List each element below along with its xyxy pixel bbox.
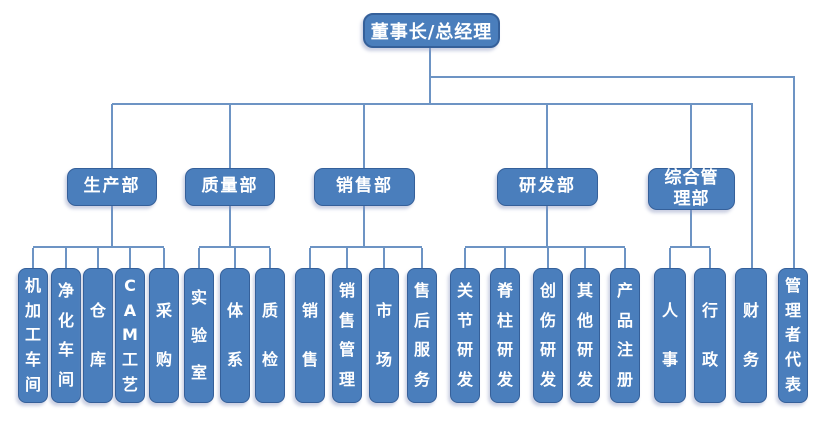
node-production-dept: 生产部 (67, 168, 157, 206)
connector-drop-dept (111, 104, 113, 168)
node-sales-management: 销售管理 (332, 268, 362, 403)
connector-child-rail-production (33, 246, 164, 248)
connector-dept-stem (363, 206, 365, 248)
connector-child-rail-sales (310, 246, 422, 248)
connector-drop-child (198, 248, 200, 268)
node-label: 产品注册 (616, 280, 633, 390)
connector-drop-child (464, 248, 466, 268)
node-label: 关节研发 (456, 280, 473, 390)
connector-drop-dept (546, 104, 548, 168)
connector-drop-child (584, 248, 586, 268)
node-label: 体系 (226, 300, 243, 370)
connector-child-rail-quality (199, 246, 270, 248)
connector-root-rail (430, 76, 795, 78)
connector-drop-rep (793, 77, 795, 268)
node-spine-rnd: 脊柱研发 (490, 268, 520, 403)
node-label: 实验室 (190, 288, 207, 382)
node-label: 净化车间 (57, 280, 74, 390)
connector-dept-stem (111, 206, 113, 248)
node-joint-rnd: 关节研发 (450, 268, 480, 403)
connector-drop-dept (363, 104, 365, 168)
connector-dept-stem (690, 210, 692, 248)
node-label: 仓库 (89, 300, 106, 370)
node-label: 机加工车间 (24, 275, 41, 395)
node-machining-workshop: 机加工车间 (18, 268, 48, 403)
node-finance: 财务 (735, 268, 767, 403)
node-label: 售后服务 (413, 280, 430, 390)
node-management-representative: 管理者代表 (778, 268, 808, 403)
connector-dept-stem (546, 206, 548, 248)
node-label: 脊柱研发 (496, 280, 513, 390)
node-product-registration: 产品注册 (610, 268, 640, 403)
node-sales: 销售 (295, 268, 325, 403)
connector-drop-dept (690, 104, 692, 168)
node-laboratory: 实验室 (184, 268, 214, 403)
node-procurement: 采购 (149, 268, 179, 403)
node-human-resources: 人事 (654, 268, 686, 403)
node-purification-workshop: 净化车间 (51, 268, 81, 403)
node-label: 采购 (155, 300, 172, 370)
node-rnd-dept: 研发部 (497, 168, 598, 206)
connector-drop-child (669, 248, 671, 268)
node-label: 销售管理 (338, 280, 355, 390)
node-administration: 行政 (694, 268, 726, 403)
node-general-admin-dept: 综合管理部 (648, 168, 735, 210)
node-other-rnd: 其他研发 (570, 268, 600, 403)
node-label: 市场 (375, 300, 392, 370)
connector-drop-child (346, 248, 348, 268)
node-label: 销售 (301, 300, 318, 370)
node-label: 人事 (661, 300, 678, 370)
node-warehouse: 仓库 (83, 268, 113, 403)
connector-drop-child (65, 248, 67, 268)
node-label: 管理者代表 (784, 275, 801, 395)
connector-drop-child (32, 248, 34, 268)
node-marketing: 市场 (369, 268, 399, 403)
connector-drop-child (163, 248, 165, 268)
node-quality-dept: 质量部 (185, 168, 275, 206)
connector-drop-dept (229, 104, 231, 168)
connector-drop-child (547, 248, 549, 268)
node-quality-inspection: 质检 (255, 268, 285, 403)
connector-drop-child (421, 248, 423, 268)
connector-drop-child (504, 248, 506, 268)
connector-drop-child (97, 248, 99, 268)
connector-drop-child (129, 248, 131, 268)
node-label: 其他研发 (576, 280, 593, 390)
node-chairman-general-manager: 董事长/总经理 (363, 13, 500, 48)
connector-drop-child (269, 248, 271, 268)
node-system: 体系 (220, 268, 250, 403)
connector-child-rail-rnd (465, 246, 625, 248)
node-after-sales-service: 售后服务 (407, 268, 437, 403)
node-label: 财务 (742, 300, 759, 370)
connector-drop-child (709, 248, 711, 268)
connector-drop-child (624, 248, 626, 268)
connector-dept-rail (112, 103, 753, 105)
node-label: 创伤研发 (539, 280, 556, 390)
node-trauma-rnd: 创伤研发 (533, 268, 563, 403)
node-sales-dept: 销售部 (314, 168, 415, 206)
connector-drop-child (309, 248, 311, 268)
connector-drop-child (234, 248, 236, 268)
node-label: 行政 (701, 300, 718, 370)
connector-child-rail-admin (670, 246, 710, 248)
connector-dept-stem (229, 206, 231, 248)
connector-drop-child (383, 248, 385, 268)
connector-drop-finance (751, 104, 753, 268)
node-label: 质检 (261, 300, 278, 370)
